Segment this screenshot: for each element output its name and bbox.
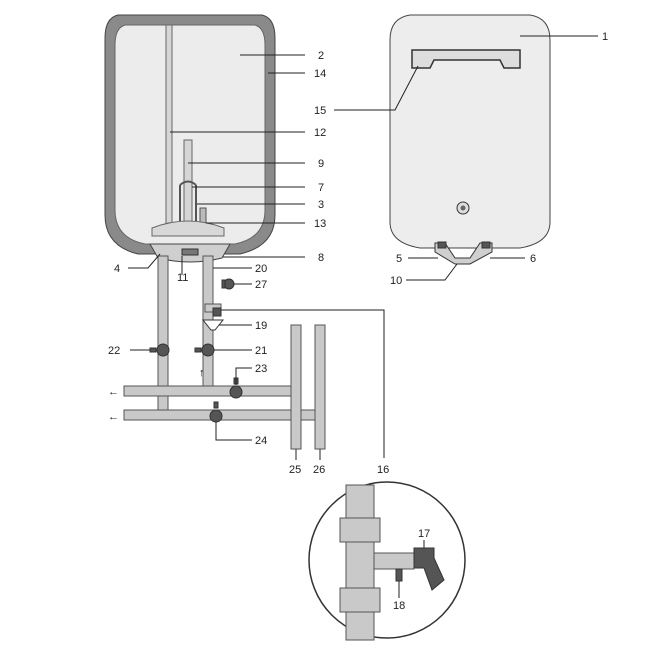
callout-25: 25 <box>289 464 301 476</box>
callout-13: 13 <box>314 218 326 230</box>
callout-6: 6 <box>530 253 536 265</box>
callout-12: 12 <box>314 127 326 139</box>
callout-19: 19 <box>255 320 267 332</box>
inset-branch <box>373 552 415 570</box>
riser-25 <box>290 324 302 450</box>
callout-4: 4 <box>114 263 120 275</box>
valve-16 <box>212 307 222 317</box>
callout-5: 5 <box>396 253 402 265</box>
tank-rear-view <box>389 14 551 265</box>
valve-detail-inset <box>308 481 466 641</box>
flow-arrows: ↑ ← ← <box>108 367 205 423</box>
callout-18: 18 <box>393 600 405 612</box>
valves <box>149 278 243 423</box>
tank-inner-vessel <box>114 24 266 245</box>
bottom-fittings <box>434 242 493 265</box>
inset-nut-top <box>339 517 381 543</box>
callout-27: 27 <box>255 279 267 291</box>
tank-cutaway <box>104 14 276 263</box>
valve-27-handle <box>221 279 226 289</box>
mounting-bracket <box>411 49 521 69</box>
callout-8: 8 <box>318 252 324 264</box>
callout-7: 7 <box>318 182 324 194</box>
callout-21: 21 <box>255 345 267 357</box>
ground-screw-inner <box>460 205 466 211</box>
valve-22-handle <box>149 347 157 353</box>
callout-23: 23 <box>255 363 267 375</box>
callout-16: 16 <box>377 464 389 476</box>
inset-nut-bottom <box>339 587 381 613</box>
hot-main-horizontal <box>123 385 299 397</box>
valve-24-handle <box>213 401 219 409</box>
inset-pipe <box>345 484 375 641</box>
inset-lever <box>413 547 445 591</box>
valve-21 <box>201 343 215 357</box>
valve-23 <box>229 385 243 399</box>
riser-26 <box>314 324 326 450</box>
callout-10: 10 <box>390 275 402 287</box>
callout-labels: 1 2 14 15 12 9 7 3 13 8 4 11 20 27 19 21… <box>108 31 608 612</box>
callout-2: 2 <box>318 50 324 62</box>
funnel-19 <box>201 319 225 331</box>
callout-24: 24 <box>255 435 267 447</box>
callout-22: 22 <box>108 345 120 357</box>
callout-3: 3 <box>318 199 324 211</box>
fitting-6 <box>481 241 491 249</box>
leader-lines <box>128 35 598 598</box>
flow-arrow-up: ↑ <box>199 367 205 379</box>
callout-26: 26 <box>313 464 325 476</box>
callout-15: 15 <box>314 105 326 117</box>
valve-22 <box>156 343 170 357</box>
flow-arrow-left-cold: ← <box>108 411 119 423</box>
rear-shell <box>389 14 551 249</box>
cold-water-diffuser <box>151 220 225 237</box>
fitting-5 <box>437 241 447 249</box>
flow-arrow-left-hot: ← <box>108 386 119 398</box>
callout-11: 11 <box>177 272 188 284</box>
callout-14: 14 <box>314 68 326 80</box>
inset-spout <box>395 568 403 582</box>
valve-21-handle <box>194 347 202 353</box>
callout-1: 1 <box>602 31 608 43</box>
valve-24 <box>209 409 223 423</box>
callout-9: 9 <box>318 158 324 170</box>
callout-20: 20 <box>255 263 267 275</box>
callout-17: 17 <box>418 528 430 540</box>
indicator-lamp <box>181 248 199 256</box>
hot-water-outlet-tube <box>165 24 173 236</box>
